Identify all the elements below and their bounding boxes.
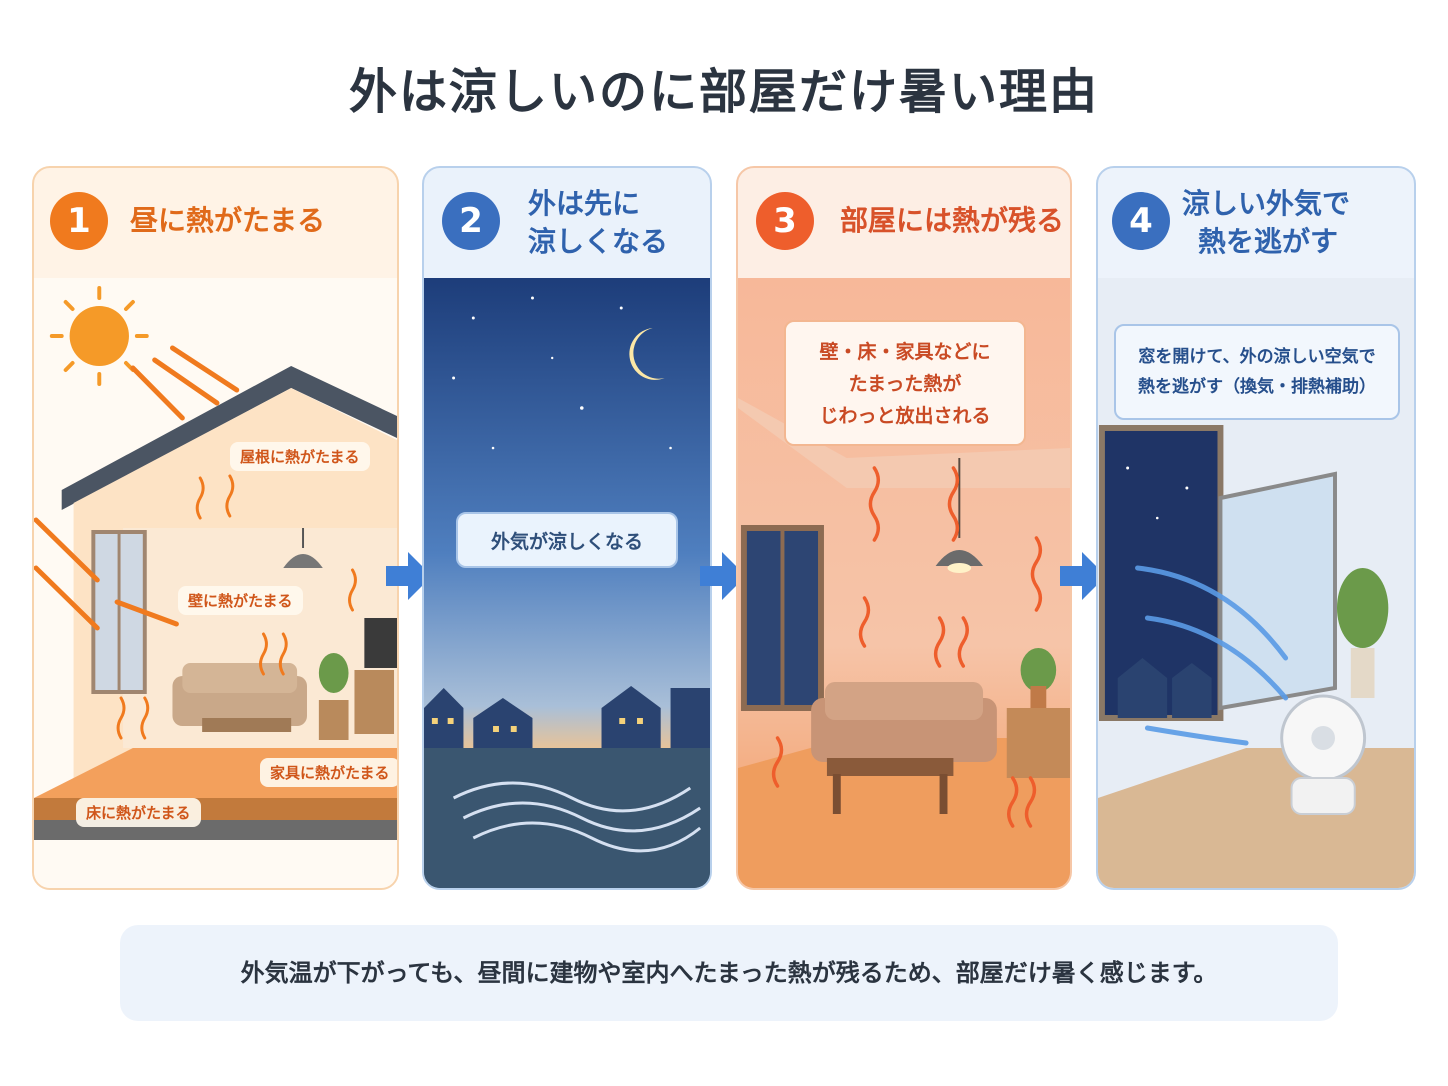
step-2-heading-line2: 涼しくなる	[528, 225, 669, 258]
heat-release-line2: たまった熱が	[848, 373, 962, 395]
next-arrow-icon	[1060, 552, 1106, 600]
heat-release-line3: じわっと放出される	[819, 405, 991, 427]
step-4-number: 4	[1112, 192, 1170, 250]
step-2-number: 2	[442, 192, 500, 250]
page-title: 外は涼しいのに部屋だけ暑い理由	[348, 64, 1099, 120]
step-1-heading: 昼に熱がたまる	[130, 204, 326, 237]
ventilation-callout: 窓を開けて、外の涼しい空気で 熱を逃がす（換気・排熱補助）	[1114, 324, 1400, 420]
step-1-panel: 1 昼に熱がたまる	[32, 166, 399, 890]
furniture-heat-label: 家具に熱がたまる	[260, 758, 397, 787]
heat-release-callout: 壁・床・家具などに たまった熱が じわっと放出される	[784, 320, 1026, 446]
step-3-heading: 部屋には熱が残る	[840, 204, 1065, 237]
outside-cools-callout: 外気が涼しくなる	[456, 512, 678, 568]
circulator-fan-icon	[1280, 694, 1367, 815]
ventilation-line1: 窓を開けて、外の涼しい空気で	[1138, 347, 1376, 367]
step-2-night-illustration	[424, 278, 710, 888]
step-1-number: 1	[50, 192, 108, 250]
step-3-number: 3	[756, 192, 814, 250]
sun-icon	[49, 286, 149, 386]
floor-heat-label: 床に熱がたまる	[76, 798, 201, 827]
ventilation-line2: 熱を逃がす（換気・排熱補助）	[1138, 377, 1376, 397]
wall-heat-label: 壁に熱がたまる	[178, 586, 303, 615]
summary-box: 外気温が下がっても、昼間に建物や室内へたまった熱が残るため、部屋だけ暑く感じます…	[120, 925, 1338, 1021]
step-1-house-illustration	[34, 278, 397, 888]
step-4-panel: 4 涼しい外気で 熱を逃がす	[1096, 166, 1416, 890]
step-2-heading-line1: 外は先に	[528, 187, 641, 220]
roof-heat-label: 屋根に熱がたまる	[230, 442, 370, 471]
step-4-heading-line1: 涼しい外気で	[1182, 187, 1351, 220]
step-3-panel: 3 部屋には熱が残る	[736, 166, 1072, 890]
step-1-header: 1 昼に熱がたまる	[34, 168, 397, 278]
next-arrow-icon	[386, 552, 432, 600]
step-4-header: 4 涼しい外気で 熱を逃がす	[1098, 168, 1414, 278]
step-3-header: 3 部屋には熱が残る	[738, 168, 1070, 278]
step-2-header: 2 外は先に 涼しくなる	[424, 168, 710, 278]
step-2-panel: 2 外は先に 涼しくなる	[422, 166, 712, 890]
heat-release-line1: 壁・床・家具などに	[819, 341, 991, 363]
next-arrow-icon	[700, 552, 746, 600]
step-4-heading-line2: 熱を逃がす	[1198, 225, 1339, 258]
